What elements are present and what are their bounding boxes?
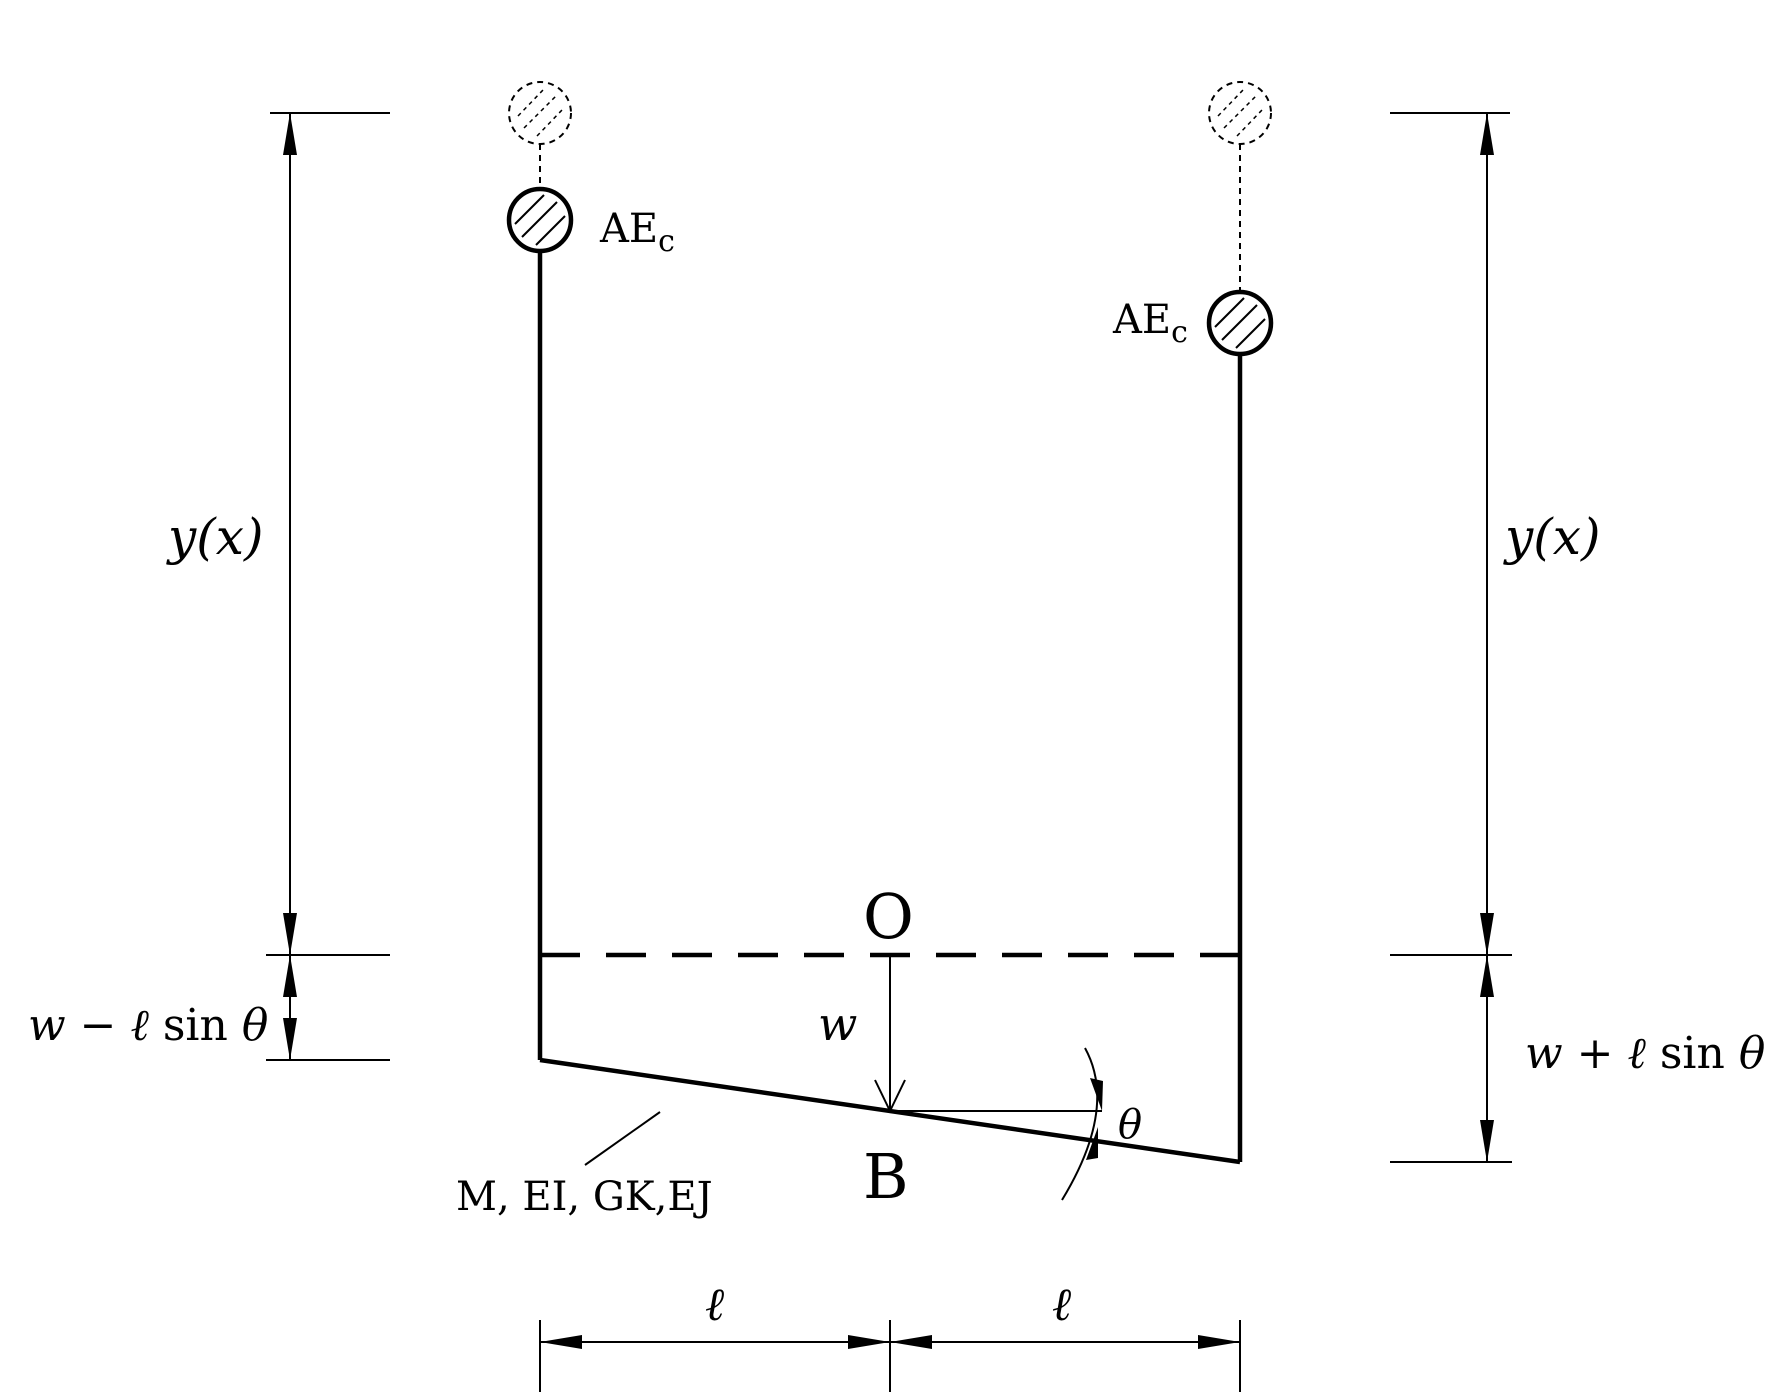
- rotation-label: θ: [1118, 1102, 1142, 1148]
- right-dimension: [1390, 112, 1512, 1163]
- deck-properties-label: M, EI, GK,EJ: [456, 1174, 713, 1220]
- left-dimension: [266, 112, 390, 1061]
- span-dimension: [539, 1320, 1241, 1392]
- height-label-left: y(x): [166, 508, 263, 566]
- right-arrow-mid-up: [1480, 955, 1494, 997]
- origin-label: O: [863, 880, 914, 953]
- left-arrow-bottom: [283, 1018, 297, 1060]
- right-arrow-bottom: [1480, 1120, 1494, 1162]
- deck-point-label: B: [863, 1140, 909, 1213]
- left-cable-original-icon: [508, 81, 572, 145]
- span-arrow-1: [540, 1335, 582, 1349]
- half-span-label-right: ℓ: [1052, 1277, 1072, 1331]
- rotation-arc: [1061, 1047, 1099, 1201]
- drop-label-right: w + ℓ sin θ: [1525, 1028, 1765, 1079]
- span-arrow-3: [890, 1335, 932, 1349]
- height-label-right: y(x): [1503, 508, 1600, 566]
- rotation-arrow-top: [1090, 1078, 1103, 1111]
- left-arrow-mid-down: [283, 913, 297, 955]
- left-hanger: [506, 81, 574, 1060]
- right-arrow-top: [1480, 113, 1494, 155]
- deck-properties-leader: [584, 1111, 661, 1166]
- rotation-arrow-bottom: [1086, 1127, 1098, 1160]
- left-arrow-top: [283, 113, 297, 155]
- left-arrow-mid-up: [283, 955, 297, 997]
- half-span-label-left: ℓ: [705, 1277, 725, 1331]
- right-cable-original-icon: [1208, 81, 1272, 145]
- cable-label-right: AEc: [1112, 297, 1188, 350]
- right-arrow-mid-down: [1480, 913, 1494, 955]
- span-arrow-4: [1198, 1335, 1240, 1349]
- span-arrow-2: [848, 1335, 890, 1349]
- cable-label-left: AEc: [599, 206, 675, 259]
- displacement-label: w: [818, 997, 857, 1051]
- right-hanger: [1206, 81, 1274, 1162]
- drop-label-left: w − ℓ sin θ: [28, 1000, 268, 1051]
